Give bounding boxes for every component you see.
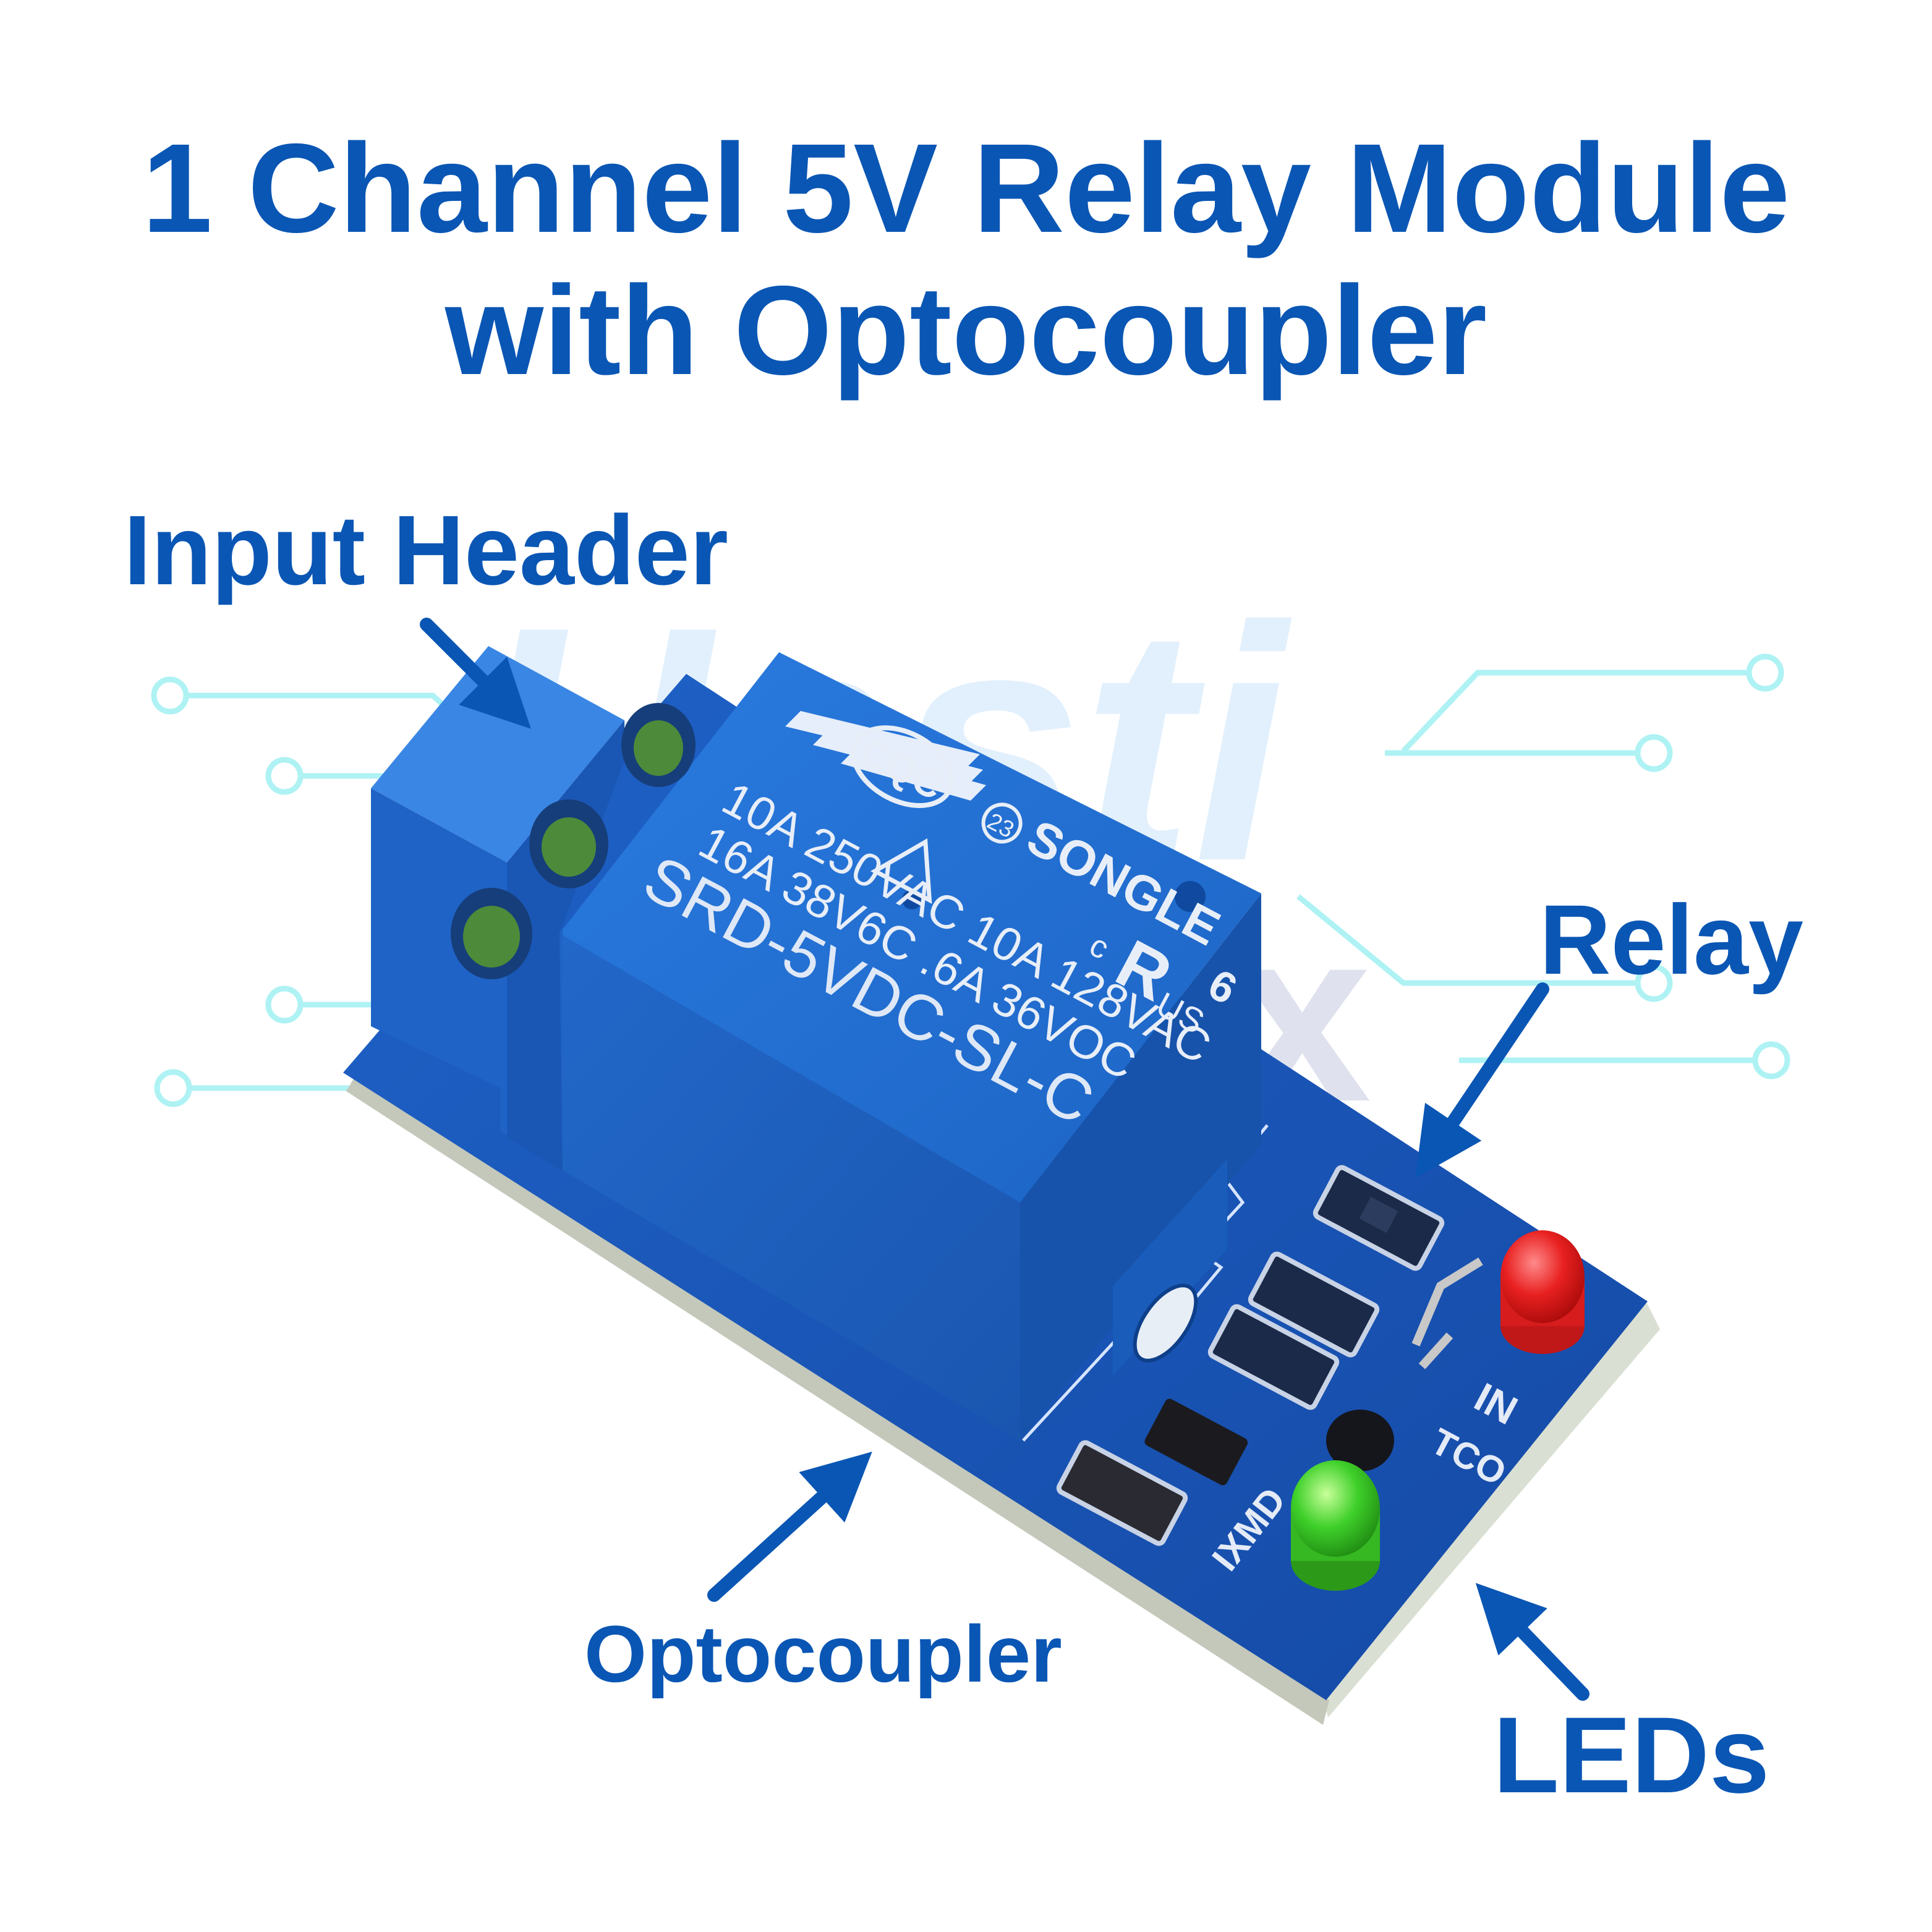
title-line-1: 1 Channel 5V Relay Module <box>142 117 1790 259</box>
screw-terminal <box>451 703 696 979</box>
relay-pin-hole <box>1175 881 1206 912</box>
input-header <box>371 646 696 1172</box>
arrow-input-header <box>420 618 531 729</box>
callout-optocoupler: Optocoupler <box>584 1609 1062 1699</box>
title-line-2: with Optocoupler <box>445 260 1487 401</box>
leds <box>1291 1230 1585 1591</box>
arrow-optocoupler <box>707 1452 872 1602</box>
callout-input-header: Input Header <box>124 495 728 605</box>
arrow-leds <box>1475 1583 1589 1701</box>
callout-leds: LEDs <box>1493 1695 1770 1816</box>
led-red <box>1500 1230 1585 1354</box>
callout-relay: Relay <box>1539 884 1803 995</box>
relay: CQC 23 SONGLE 10A 250VAC 10A 128VAC 16A … <box>560 652 1261 1440</box>
callout-arrows <box>420 618 1589 1701</box>
arrow-relay <box>1415 982 1549 1178</box>
smd-components <box>1056 1165 1483 1546</box>
mounting-hole <box>1133 1283 1198 1363</box>
led-green <box>1291 1460 1380 1591</box>
